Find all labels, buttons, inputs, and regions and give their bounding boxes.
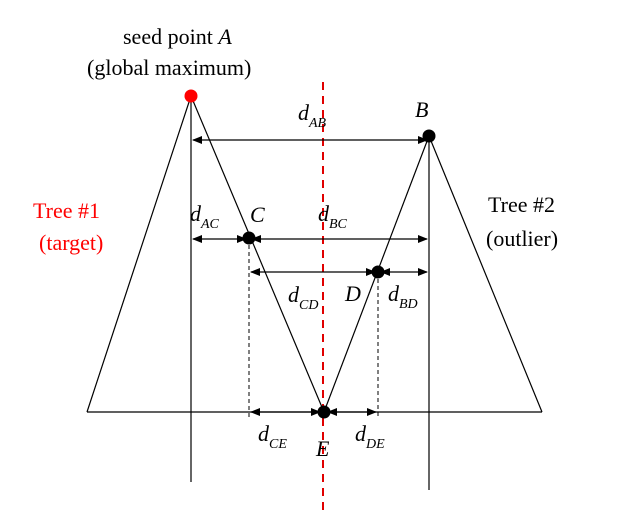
tree2-right-edge	[428, 135, 543, 413]
d-bd-subscript: BD	[399, 297, 418, 312]
seed-point-label: seed point A	[123, 26, 232, 48]
label-d-bd: dBD	[388, 283, 418, 312]
tree2-label: Tree #2	[488, 192, 556, 217]
tree1-right-edge	[190, 95, 325, 413]
d-de-subscript: DE	[366, 437, 385, 452]
seed-point-text: seed point	[123, 24, 213, 49]
d-ab-subscript: AB	[309, 116, 327, 131]
point-a	[184, 89, 198, 103]
tree1-left-edge	[86, 95, 192, 413]
d-cd-symbol: d	[288, 282, 299, 307]
label-d-bc: dBC	[318, 203, 347, 232]
label-d-cd: dCD	[288, 284, 318, 313]
global-maximum-label: (global maximum)	[87, 55, 252, 80]
d-ac-symbol: d	[190, 201, 201, 226]
d-cd-subscript: CD	[299, 298, 319, 313]
label-d-ac: dAC	[190, 203, 219, 232]
point-d	[371, 265, 385, 279]
d-ac-subscript: AC	[201, 217, 219, 232]
tree1-label: Tree #1	[33, 198, 101, 223]
d-de-symbol: d	[355, 421, 366, 446]
tree2-outlier-label: (outlier)	[486, 226, 559, 251]
point-c	[242, 231, 256, 245]
point-b	[422, 129, 436, 143]
d-ce-symbol: d	[258, 421, 269, 446]
seed-point-letter: A	[218, 24, 232, 49]
label-d-ab: dAB	[298, 102, 326, 131]
label-d-ce: dCE	[258, 423, 287, 452]
point-b-label: B	[415, 97, 429, 122]
d-bd-symbol: d	[388, 281, 399, 306]
d-ce-subscript: CE	[269, 437, 287, 452]
d-bc-symbol: d	[318, 201, 329, 226]
point-e-label: E	[316, 436, 330, 461]
tree1-target-label: (target)	[39, 230, 104, 255]
point-c-label: C	[250, 202, 265, 227]
d-bc-subscript: BC	[329, 217, 347, 232]
point-d-label: D	[345, 281, 361, 306]
point-e	[317, 405, 331, 419]
label-d-de: dDE	[355, 423, 385, 452]
d-ab-symbol: d	[298, 100, 309, 125]
